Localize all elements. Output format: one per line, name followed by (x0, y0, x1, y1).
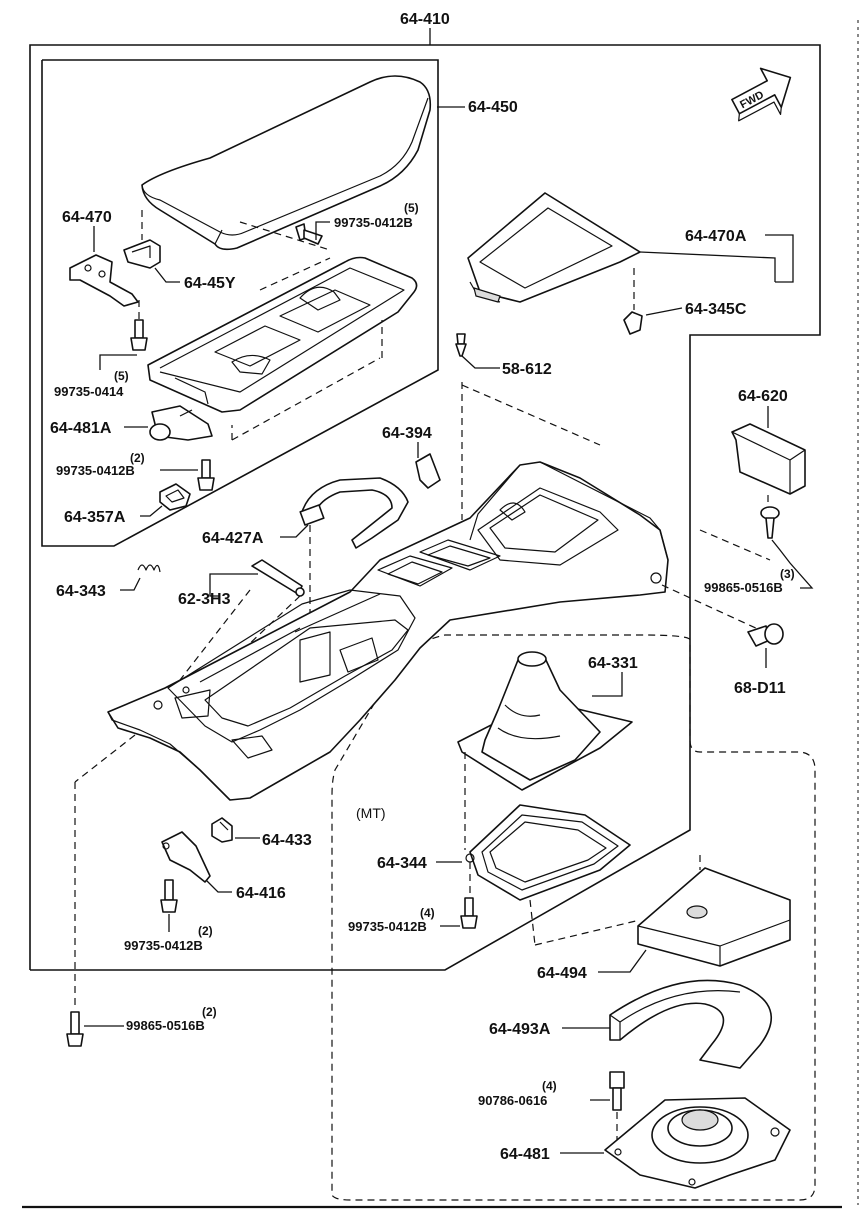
qty-screw-tray: (3) (780, 567, 795, 581)
label-64-427A: 64-427A (202, 530, 264, 547)
insulator-pad-part (637, 867, 791, 967)
boot-frame-part (465, 804, 631, 901)
pn-screw-left: 99735-0414 (54, 384, 124, 399)
mt-dash-guides (529, 855, 701, 946)
lock-part (149, 405, 213, 441)
label-68-D11: 68-D11 (734, 680, 786, 697)
leader-64-345C (645, 307, 683, 316)
console-body-part (107, 461, 669, 801)
label-64-416: 64-416 (236, 885, 286, 902)
leader-64-470A (765, 234, 794, 283)
label-64-410: 64-410 (400, 11, 450, 28)
label-64-45Y: 64-45Y (184, 275, 236, 292)
cable-part (251, 559, 305, 597)
leader-64-416 (205, 879, 232, 893)
screw-99735-0412B-top (295, 223, 323, 245)
label-64-343: 64-343 (56, 583, 106, 600)
leader-bezel-connect (639, 251, 776, 282)
leader-99735-0414 (99, 354, 137, 370)
leader-64-343 (120, 577, 141, 591)
pn-screw-bottom: 99865-0516B (126, 1018, 205, 1033)
armrest-subassembly-frame (41, 59, 439, 547)
qty-screw-lock: (2) (130, 451, 145, 465)
dash-tray-screw (699, 529, 771, 561)
label-64-470: 64-470 (62, 209, 112, 226)
fwd-arrow-icon: FWD (731, 67, 792, 122)
armrest-base-part (147, 256, 418, 413)
handle-part (299, 477, 409, 549)
clip-part (211, 817, 233, 843)
label-64-470A: 64-470A (685, 228, 747, 245)
leader-64-331 (592, 672, 623, 697)
label-64-493A: 64-493A (489, 1021, 551, 1038)
bezel-clip-part (623, 311, 643, 335)
screw-99735-0412B-lock (197, 459, 215, 491)
label-64-481A: 64-481A (50, 420, 112, 437)
qty-bolt: (4) (542, 1079, 557, 1093)
screw-99865-0516B-tray (760, 506, 780, 539)
leader-64-494 (598, 949, 647, 973)
label-64-620: 64-620 (738, 388, 788, 405)
label-64-394: 64-394 (382, 425, 432, 442)
qty-screw-frame: (4) (420, 906, 435, 920)
dash-console-left (74, 734, 136, 783)
tray-part (731, 423, 806, 495)
leader-99865-0516B-tray (771, 539, 814, 589)
insulator-ring-part (609, 979, 772, 1069)
pn-bolt: 90786-0616 (478, 1093, 547, 1108)
screw-99865-0516B-bottom (66, 1011, 84, 1047)
assembly-bracket-top (29, 44, 821, 971)
pn-screw-416: 99735-0412B (124, 938, 203, 953)
spring-part (137, 564, 161, 573)
label-58-612: 58-612 (502, 361, 552, 378)
label-62-3H3: 62-3H3 (178, 591, 231, 608)
bolt-part (609, 1071, 625, 1111)
screw-99735-0412B-416 (160, 879, 178, 913)
leader-99735-0412B-top (315, 221, 330, 240)
qty-screw-bottom: (2) (202, 1005, 217, 1019)
hinge-bracket-part (123, 239, 161, 269)
label-64-345C: 64-345C (685, 301, 747, 318)
dash-console-right (461, 384, 601, 446)
label-mt: (MT) (356, 805, 386, 821)
leader-64-357A (140, 505, 163, 517)
label-64-481: 64-481 (500, 1146, 550, 1163)
armrest-dash-guides (141, 210, 383, 441)
shift-boot-part (457, 651, 633, 791)
base-plate-part (604, 1097, 791, 1189)
pn-screw-top: 99735-0412B (334, 215, 413, 230)
dash-console-tray (661, 584, 761, 631)
pin-part (455, 333, 467, 357)
leader-64-45Y (154, 267, 180, 283)
fastener-part (747, 623, 784, 647)
leader-64-427A (280, 524, 309, 538)
qty-screw-top: (5) (404, 201, 419, 215)
label-64-494: 64-494 (537, 965, 587, 982)
leader-62-3H3 (209, 573, 258, 597)
label-64-450: 64-450 (468, 99, 518, 116)
screw-99735-0414 (130, 319, 148, 351)
shift-bezel-part (467, 192, 641, 303)
label-64-344: 64-344 (377, 855, 427, 872)
bracket-416-part (161, 831, 211, 883)
qty-screw-416: (2) (198, 924, 213, 938)
label-64-331: 64-331 (588, 655, 638, 672)
small-bracket-part (415, 453, 441, 489)
pn-screw-frame: 99735-0412B (348, 919, 427, 934)
hinge-part (69, 254, 139, 307)
screw-99735-0412B-frame (460, 897, 478, 929)
label-64-357A: 64-357A (64, 509, 126, 526)
qty-screw-left: (5) (114, 369, 129, 383)
grommet-part (159, 483, 191, 511)
pn-screw-lock: 99735-0412B (56, 463, 135, 478)
pn-screw-tray: 99865-0516B (704, 580, 783, 595)
label-64-433: 64-433 (262, 832, 312, 849)
armrest-lid-part (141, 75, 432, 251)
leader-58-612 (461, 355, 500, 369)
